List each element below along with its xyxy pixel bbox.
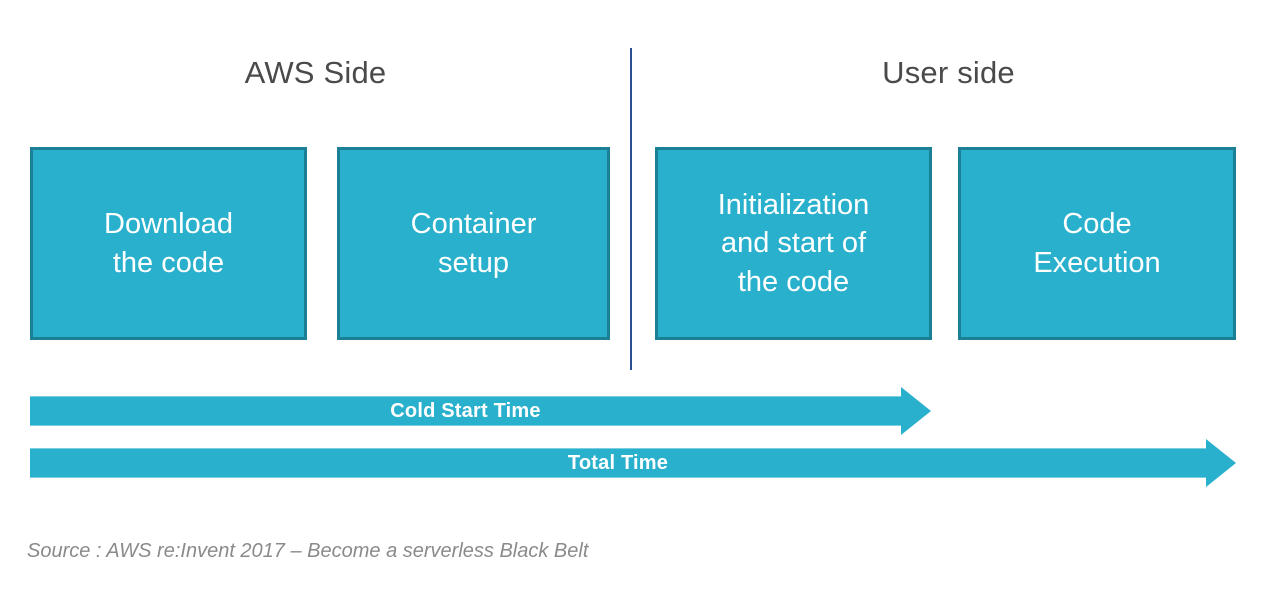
section-header-aws-side: AWS Side bbox=[244, 55, 387, 90]
stage-label: Code Execution bbox=[1033, 208, 1161, 279]
stage-label: Download the code bbox=[104, 208, 233, 279]
total-time-arrow: Total Time bbox=[30, 439, 1236, 487]
cold-start-time-label: Cold Start Time bbox=[390, 399, 541, 422]
side-divider-line bbox=[630, 48, 632, 370]
stage-box-download-the-code: Download the code bbox=[30, 147, 307, 340]
total-time-label: Total Time bbox=[567, 451, 669, 474]
stage-box-container-setup: Container setup bbox=[337, 147, 610, 340]
stage-label: Container setup bbox=[410, 208, 537, 279]
cold-start-time-arrow: Cold Start Time bbox=[30, 387, 931, 435]
stage-box-initialization-and-start-of-the-code: Initialization and start of the code bbox=[655, 147, 932, 340]
stage-label: Initialization and start of the code bbox=[717, 189, 870, 298]
section-header-user-side: User side bbox=[882, 55, 1015, 90]
stage-box-code-execution: Code Execution bbox=[958, 147, 1236, 340]
source-caption: Source : AWS re:Invent 2017 – Become a s… bbox=[27, 540, 589, 562]
